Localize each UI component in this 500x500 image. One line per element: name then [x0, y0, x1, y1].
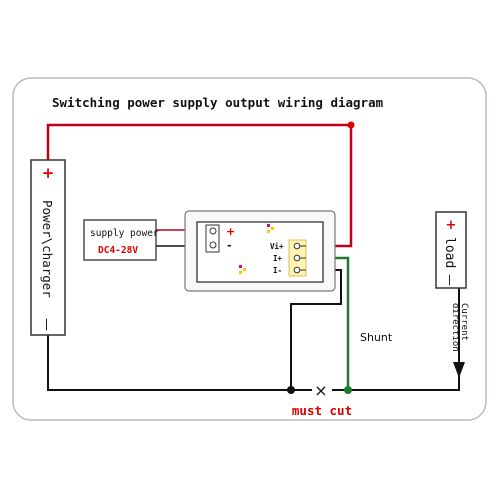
load-block — [435, 211, 467, 289]
cut-gap — [312, 382, 332, 398]
red-junction-dot — [347, 121, 355, 129]
component-dot — [243, 268, 246, 271]
i-plus-pin — [293, 254, 301, 262]
supply-power-line2: DC4-28V — [98, 245, 138, 256]
load-minus: — — [443, 274, 457, 286]
pin-label-i-plus: I+ — [273, 254, 283, 263]
pin-label-vi-plus: Vi+ — [270, 242, 284, 251]
current-label-line1: Current — [459, 303, 469, 341]
power-charger-label: Power\charger — [40, 200, 55, 298]
power-charger-plus: + — [42, 164, 55, 182]
meter-minus-label: - — [227, 239, 232, 252]
load-plus: + — [446, 218, 457, 233]
shunt-label: Shunt — [360, 331, 393, 344]
diagram-frame — [12, 77, 487, 421]
current-label-line2: direction — [450, 303, 460, 352]
component-dot — [239, 271, 242, 274]
diagram-title: Switching power supply output wiring dia… — [52, 95, 384, 110]
supply-power-line1: supply power — [90, 228, 159, 239]
pin-label-i-minus: I- — [273, 266, 282, 275]
cut-mark-icon: × — [314, 381, 327, 400]
black-negative-wire — [47, 288, 460, 391]
load-label: load — [442, 237, 457, 268]
down-arrow-icon — [453, 362, 465, 378]
meter-power-screw-bottom — [209, 241, 217, 249]
vi-plus-pin — [293, 242, 301, 250]
meter-plus-label: + — [226, 225, 235, 238]
i-minus-pin — [293, 266, 301, 274]
power-charger-minus: — — [39, 318, 54, 331]
component-dot — [271, 227, 274, 230]
right-junction-dot — [344, 386, 352, 394]
left-junction-dot — [287, 386, 295, 394]
component-dot — [239, 265, 242, 268]
power-charger-block — [30, 159, 66, 336]
component-dot — [267, 230, 270, 233]
meter-power-screw-top — [209, 227, 217, 235]
supply-power-box — [83, 219, 157, 261]
component-dot — [267, 224, 270, 227]
must-cut-label: must cut — [292, 403, 352, 418]
current-direction-label: Current direction — [450, 303, 469, 352]
